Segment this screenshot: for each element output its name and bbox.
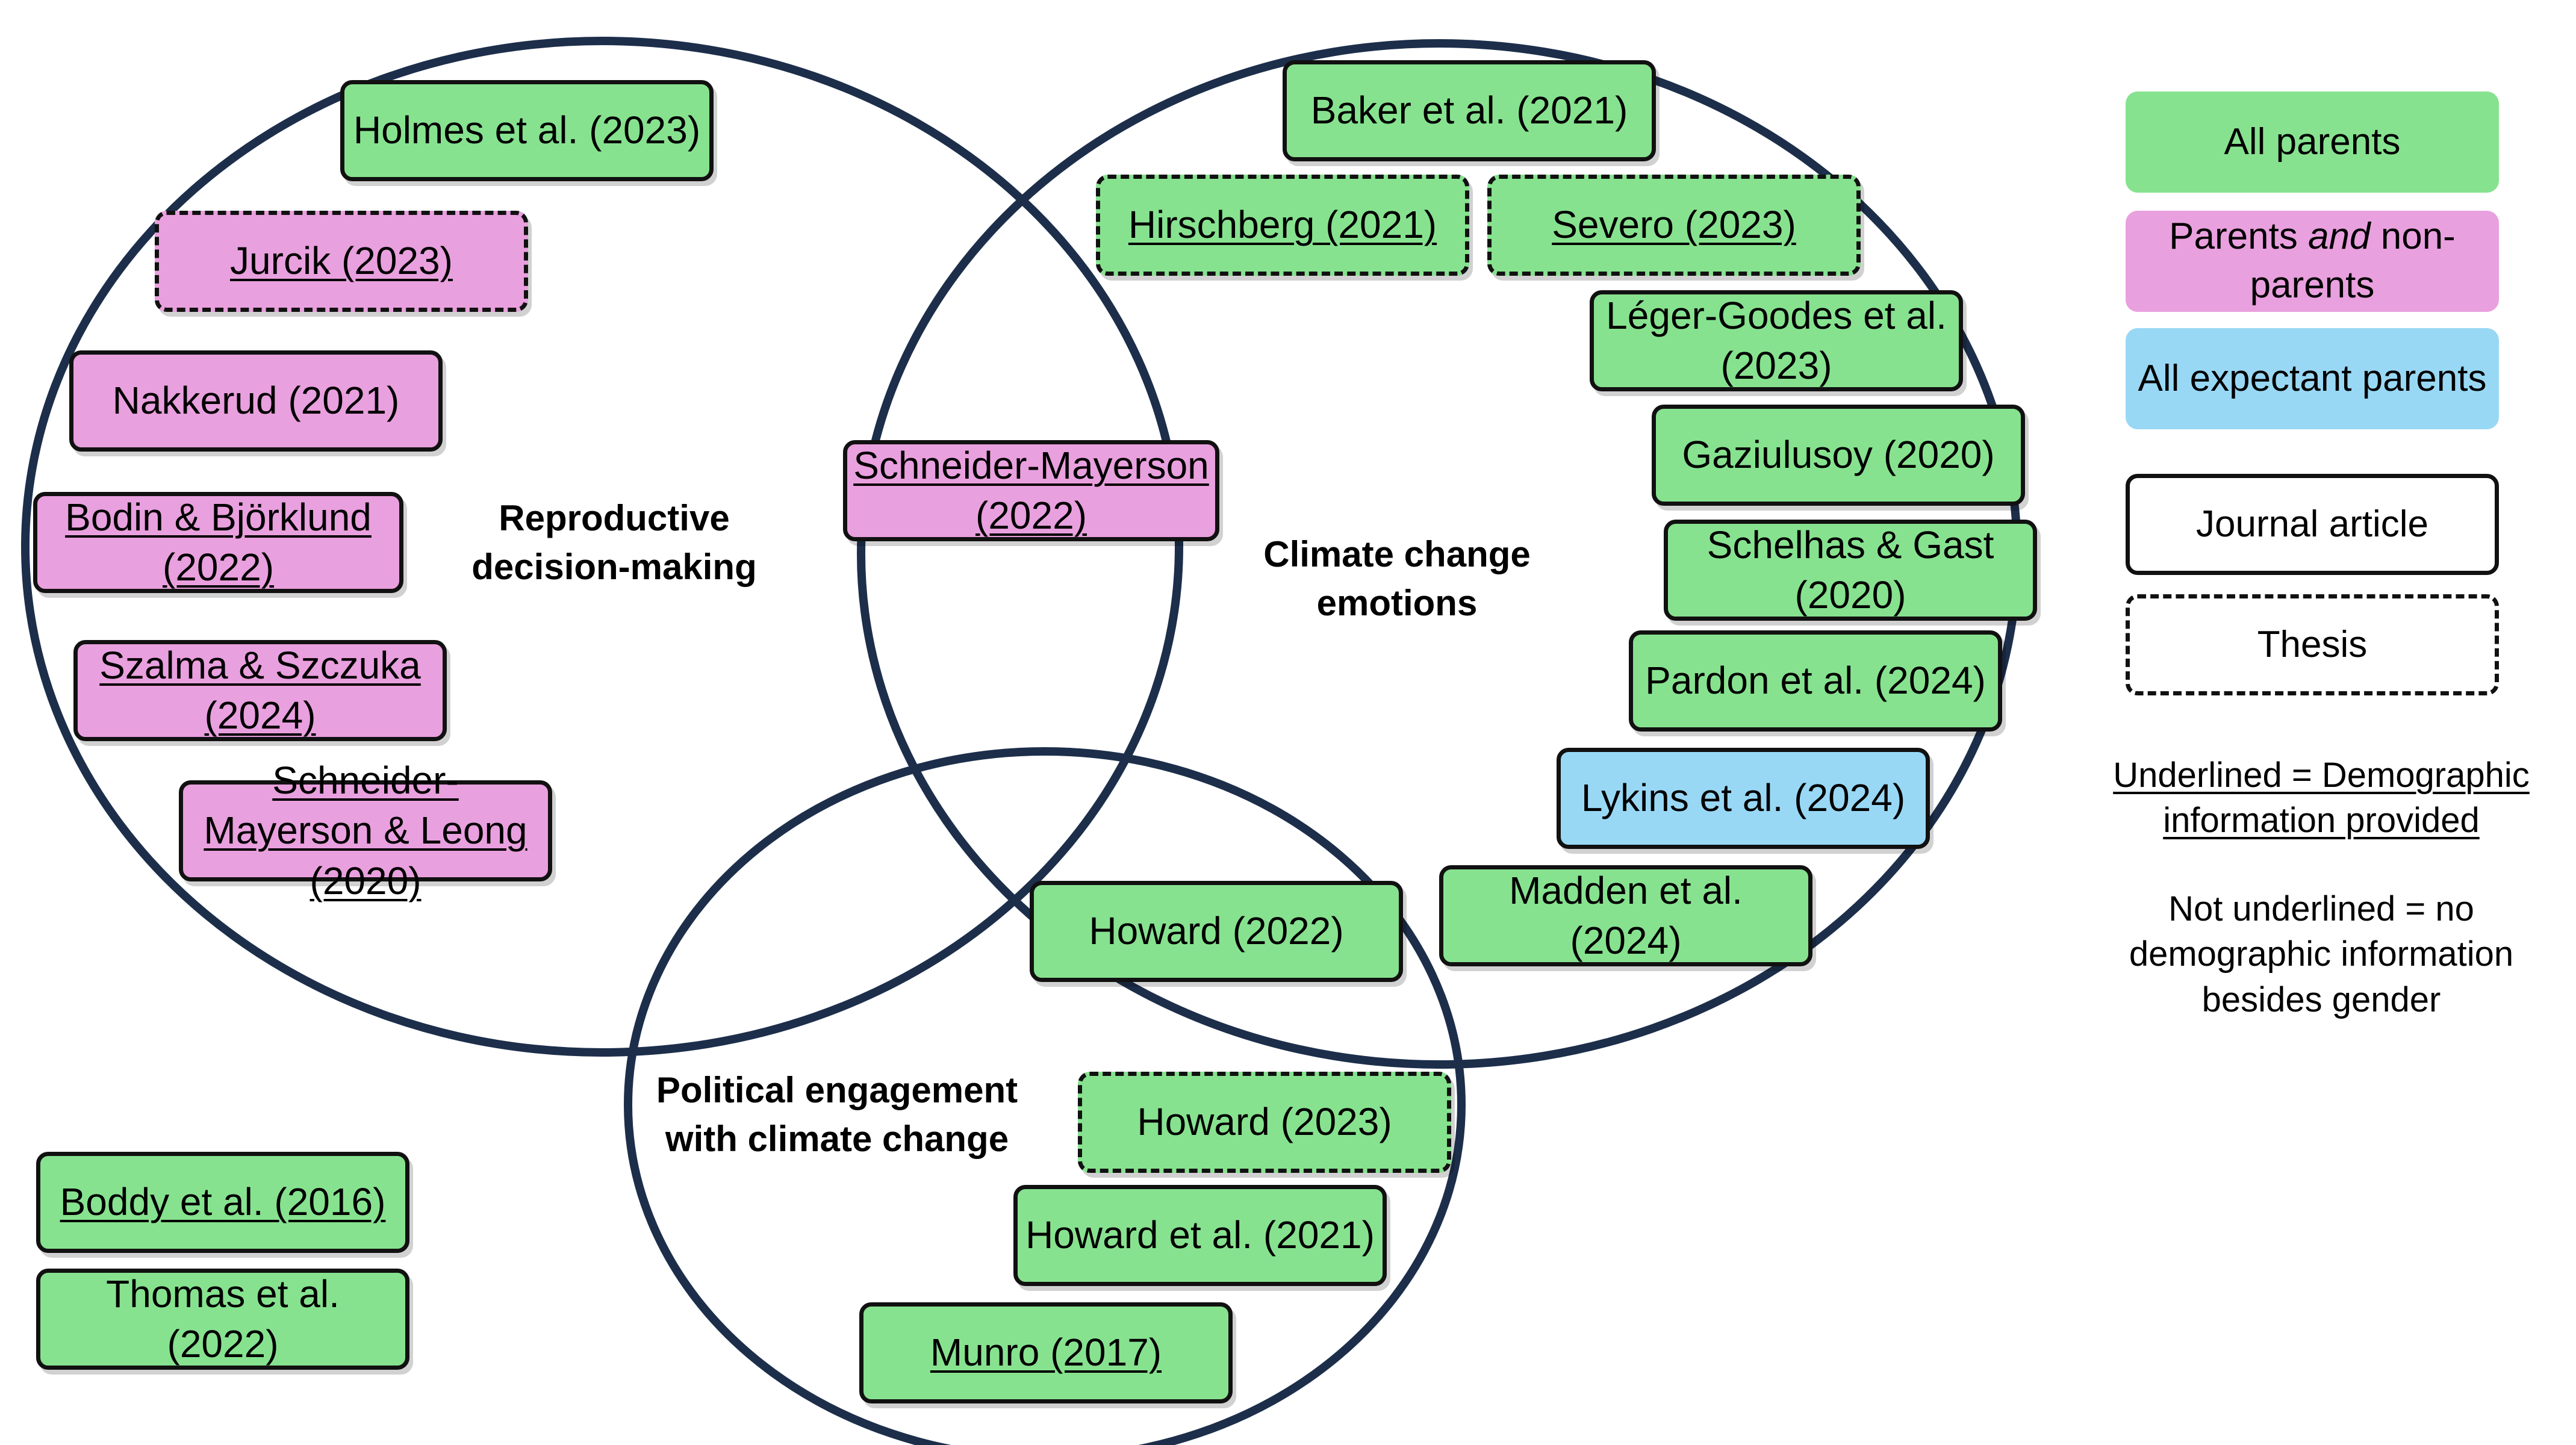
reproductive-label: Reproductive decision-making <box>471 498 757 587</box>
study-box-jurcik: Jurcik (2023) <box>155 211 528 312</box>
study-label: Schneider-Mayerson & Leong (2020) <box>204 759 527 903</box>
study-label: Jurcik (2023) <box>230 239 453 283</box>
study-label: Howard (2022) <box>1089 909 1344 953</box>
legend-not-underlined-note: Not underlined = no demographic informat… <box>2129 889 2514 1019</box>
legend-parents-and-non-parents: Parents and non-parents <box>2126 211 2499 312</box>
study-label: Schelhas & Gast (2020) <box>1706 523 1994 617</box>
study-box-severo: Severo (2023) <box>1487 175 1861 276</box>
political-engagement-label: Political engagement with climate change <box>656 1070 1018 1159</box>
reproductive-circle <box>21 37 1183 1057</box>
study-label: Howard (2023) <box>1137 1100 1392 1144</box>
study-box-madden: Madden et al. (2024) <box>1439 865 1812 966</box>
study-box-hirschberg: Hirschberg (2021) <box>1096 175 1469 276</box>
study-box-leger: Léger-Goodes et al. (2023) <box>1590 290 1963 391</box>
study-box-schelhas: Schelhas & Gast (2020) <box>1664 520 2037 621</box>
study-label: Léger-Goodes et al. (2023) <box>1606 293 1947 387</box>
study-box-thomas: Thomas et al. (2022) <box>36 1269 409 1370</box>
study-box-boddy: Boddy et al. (2016) <box>36 1152 409 1253</box>
legend-all-parents: All parents <box>2126 92 2499 193</box>
study-label: Schneider-Mayerson (2022) <box>853 443 1209 537</box>
study-label: Boddy et al. (2016) <box>60 1180 386 1224</box>
study-label: Bodin & Björklund (2022) <box>65 495 372 589</box>
study-box-howard-2022: Howard (2022) <box>1030 881 1403 982</box>
climate-emotions-label: Climate change emotions <box>1263 534 1531 623</box>
study-label: Thomas et al. (2022) <box>106 1272 340 1366</box>
study-label: Hirschberg (2021) <box>1128 203 1437 247</box>
study-box-holmes: Holmes et al. (2023) <box>340 80 714 181</box>
study-box-baker: Baker et al. (2021) <box>1283 60 1656 161</box>
study-box-pardon: Pardon et al. (2024) <box>1629 630 2002 732</box>
study-label: Szalma & Szczuka (2024) <box>99 643 421 737</box>
study-box-schneider-leong: Schneider-Mayerson & Leong (2020) <box>179 759 552 903</box>
study-box-gaziulusoy: Gaziulusoy (2020) <box>1652 405 2025 506</box>
study-label: Holmes et al. (2023) <box>353 108 701 152</box>
legend-journal-label: Journal article <box>2196 503 2428 545</box>
study-label: Howard et al. (2021) <box>1025 1213 1375 1257</box>
political-engagement-circle <box>624 747 1466 1445</box>
study-box-lykins: Lykins et al. (2024) <box>1557 748 1930 849</box>
study-box-bodin: Bodin & Björklund (2022) <box>33 492 403 593</box>
study-label: Gaziulusoy (2020) <box>1682 433 1995 477</box>
study-label: Lykins et al. (2024) <box>1581 776 1906 820</box>
study-label: Munro (2017) <box>930 1331 1162 1375</box>
legend-expectant-parents: All expectant parents <box>2126 328 2499 429</box>
legend-thesis-label: Thesis <box>2257 623 2368 665</box>
legend-journal-article: Journal article <box>2126 474 2499 575</box>
study-box-nakkerud: Nakkerud (2021) <box>69 350 443 452</box>
study-box-howard-2021: Howard et al. (2021) <box>1013 1185 1387 1286</box>
study-label: Nakkerud (2021) <box>112 379 400 423</box>
study-box-howard-2023: Howard (2023) <box>1078 1072 1451 1173</box>
study-label: Pardon et al. (2024) <box>1645 659 1986 703</box>
study-label: Madden et al. (2024) <box>1509 868 1743 962</box>
study-box-munro: Munro (2017) <box>859 1302 1233 1403</box>
study-label: Baker et al. (2021) <box>1310 89 1628 132</box>
legend-parents-label: Parents and non-parents <box>2169 216 2456 306</box>
study-box-schneider-2022: Schneider-Mayerson (2022) <box>843 440 1219 541</box>
legend-all-parents-label: All parents <box>2224 120 2401 163</box>
study-box-szalma: Szalma & Szczuka (2024) <box>73 640 447 741</box>
legend-thesis: Thesis <box>2126 594 2499 695</box>
study-label: Severo (2023) <box>1552 203 1796 247</box>
legend-underlined-note: Underlined = Demographic information pro… <box>2113 756 2530 841</box>
legend-expectant-label: All expectant parents <box>2138 357 2487 399</box>
